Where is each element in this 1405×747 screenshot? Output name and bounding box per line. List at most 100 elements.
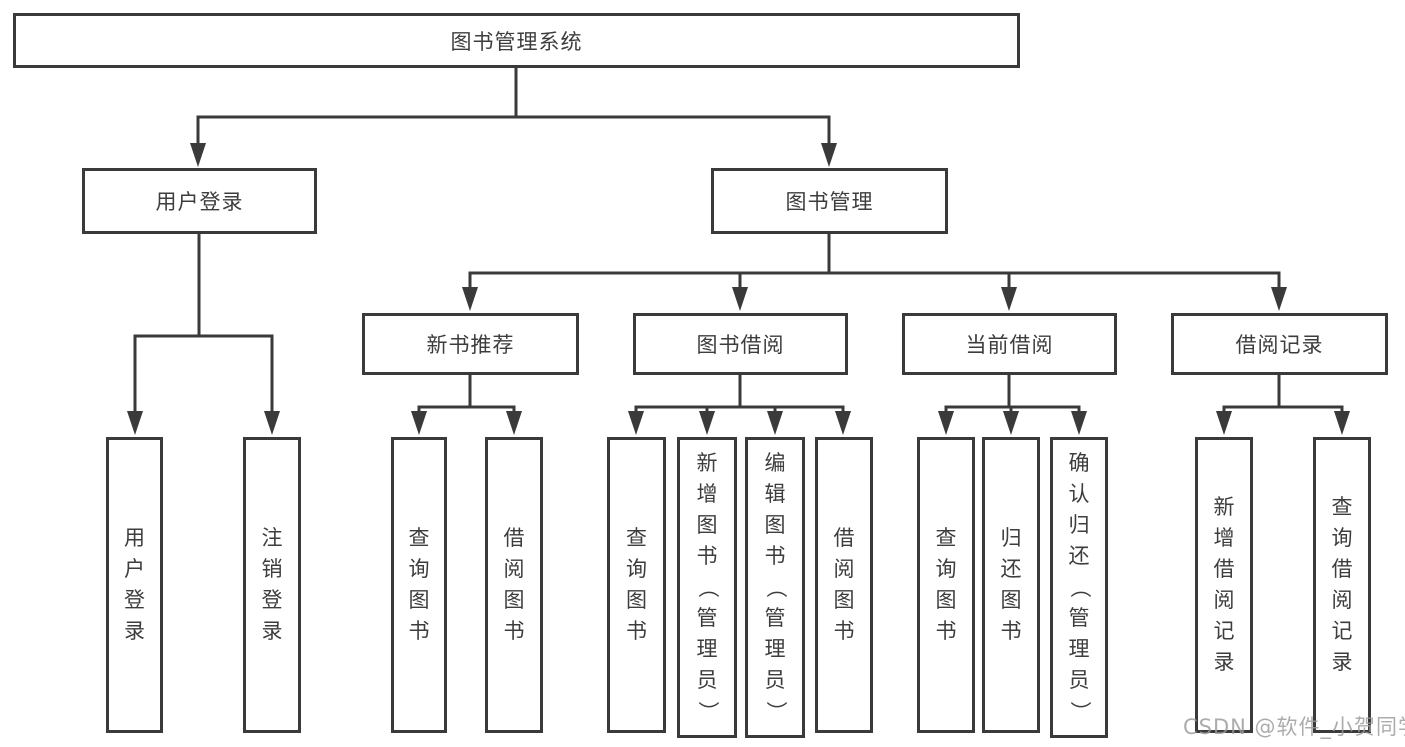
vertical-char: 阅	[503, 557, 525, 581]
vertical-char: 登	[124, 588, 145, 612]
vertical-char: 新	[1213, 495, 1235, 519]
vertical-char: 还	[1068, 544, 1090, 568]
vertical-char: 询	[408, 557, 430, 581]
vertical-char: 阅	[1331, 588, 1353, 612]
vertical-char: 员	[696, 668, 718, 692]
vertical-char: 图	[833, 588, 855, 612]
vertical-char: 图	[935, 588, 957, 612]
leaf-add-borrow-record: 新增借阅记录	[1195, 437, 1253, 733]
arrowhead-icon	[127, 143, 1350, 435]
node-new-book-recommend: 新书推荐	[362, 313, 579, 375]
vertical-char: 查	[935, 526, 957, 550]
vertical-char: 记	[1213, 619, 1235, 643]
vertical-char: 借	[503, 526, 525, 550]
node-book-borrowing-label: 图书借阅	[696, 333, 785, 357]
vertical-char: 图	[764, 513, 786, 537]
vertical-char: 书	[1000, 619, 1022, 643]
vertical-char: 归	[1068, 513, 1090, 537]
vertical-char: 录	[124, 619, 145, 643]
node-borrow-records-label: 借阅记录	[1235, 333, 1324, 357]
vertical-char: ）	[1067, 701, 1092, 722]
vertical-char: 理	[1068, 637, 1090, 661]
node-new-book-recommend-label: 新书推荐	[426, 333, 515, 357]
vertical-char: 阅	[1213, 588, 1235, 612]
node-book-management: 图书管理	[711, 168, 948, 234]
vertical-char: 管	[696, 606, 718, 630]
vertical-char: 户	[124, 557, 145, 581]
vertical-char: 图	[626, 588, 647, 612]
vertical-char: 书	[503, 619, 525, 643]
vertical-char: （	[763, 577, 788, 598]
vertical-char: 还	[1000, 557, 1022, 581]
node-current-borrowing-label: 当前借阅	[965, 333, 1054, 357]
leaf-query-borrow-record: 查询借阅记录	[1313, 437, 1371, 733]
node-current-borrowing: 当前借阅	[902, 313, 1117, 375]
node-book-management-label: 图书管理	[785, 190, 874, 214]
vertical-char: 辑	[764, 482, 786, 506]
vertical-char: 注	[261, 526, 283, 550]
watermark: CSDN @软件_小贺同学	[1183, 715, 1405, 739]
vertical-char: 询	[1331, 526, 1353, 550]
leaf-logout: 注销登录	[243, 437, 301, 733]
vertical-char: 增	[696, 482, 718, 506]
vertical-char: 阅	[833, 557, 855, 581]
vertical-char: 员	[1068, 668, 1090, 692]
leaf-borrow-books: 借阅图书	[815, 437, 873, 733]
vertical-char: ）	[695, 701, 720, 722]
vertical-char: 询	[626, 557, 647, 581]
vertical-char: 员	[764, 668, 786, 692]
vertical-char: 书	[696, 544, 718, 568]
vertical-char: 管	[1068, 606, 1090, 630]
vertical-char: 登	[261, 588, 283, 612]
vertical-char: 录	[1213, 650, 1235, 674]
vertical-char: 归	[1000, 526, 1022, 550]
vertical-char: 书	[833, 619, 855, 643]
vertical-char: 理	[764, 637, 786, 661]
vertical-char: 图	[1000, 588, 1022, 612]
leaf-query-books-borrowing: 查询图书	[607, 437, 666, 733]
node-book-borrowing: 图书借阅	[633, 313, 848, 375]
leaf-query-books-recommend: 查询图书	[391, 437, 447, 733]
vertical-char: 查	[626, 526, 647, 550]
vertical-char: 录	[1331, 650, 1353, 674]
vertical-char: 查	[408, 526, 430, 550]
vertical-char: 图	[408, 588, 430, 612]
leaf-confirm-return-admin: 确认归还 （ 管理员 ）	[1050, 437, 1108, 738]
node-borrow-records: 借阅记录	[1171, 313, 1388, 375]
vertical-char: 询	[935, 557, 957, 581]
vertical-char: 新	[696, 451, 718, 475]
leaf-user-login: 用户登录	[106, 437, 163, 733]
node-library-system: 图书管理系统	[13, 13, 1020, 68]
vertical-char: 录	[261, 619, 283, 643]
vertical-char: 图	[696, 513, 718, 537]
vertical-char: 书	[626, 619, 647, 643]
node-user-login: 用户登录	[82, 168, 317, 234]
vertical-char: 认	[1068, 482, 1090, 506]
vertical-char: 图	[503, 588, 525, 612]
vertical-char: 确	[1068, 451, 1090, 475]
vertical-char: 书	[408, 619, 430, 643]
vertical-char: ）	[763, 701, 788, 722]
vertical-char: 借	[1331, 557, 1353, 581]
vertical-char: 记	[1331, 619, 1353, 643]
leaf-borrow-books-recommend: 借阅图书	[485, 437, 543, 733]
vertical-char: 书	[764, 544, 786, 568]
vertical-char: 用	[124, 526, 145, 550]
vertical-char: （	[1067, 577, 1092, 598]
vertical-char: 管	[764, 606, 786, 630]
leaf-return-books: 归还图书	[982, 437, 1040, 733]
vertical-char: 销	[261, 557, 283, 581]
vertical-char: 借	[833, 526, 855, 550]
vertical-char: 增	[1213, 526, 1235, 550]
vertical-char: （	[695, 577, 720, 598]
vertical-char: 书	[935, 619, 957, 643]
leaf-edit-books-admin: 编辑图书 （ 管理员 ）	[745, 437, 805, 738]
leaf-query-books-current: 查询图书	[917, 437, 975, 733]
vertical-char: 编	[764, 451, 786, 475]
node-user-login-label: 用户登录	[155, 190, 244, 214]
vertical-char: 查	[1331, 495, 1353, 519]
vertical-char: 理	[696, 637, 718, 661]
node-library-system-label: 图书管理系统	[450, 29, 583, 54]
